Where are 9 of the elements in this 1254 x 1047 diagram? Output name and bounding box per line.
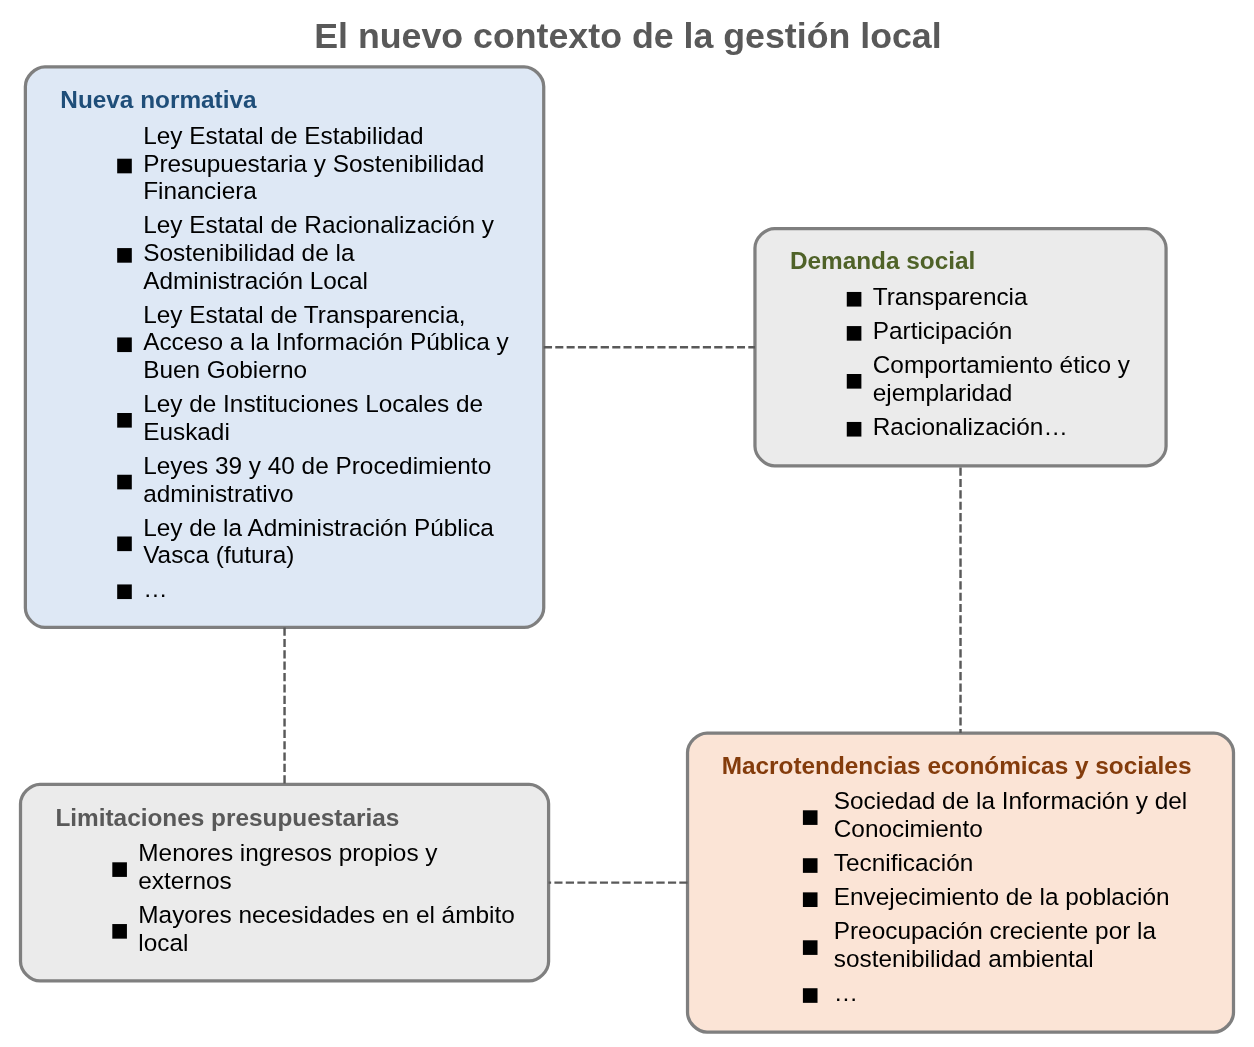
- connector: [548, 881, 688, 884]
- connector: [283, 627, 286, 784]
- node-box: Demanda social Transparencia Participación Comportamiento ético y ejemplaridad Racionalización…: [753, 226, 1168, 468]
- diagram-title: El nuevo contexto de la gestión local: [314, 16, 942, 57]
- node-box: Limitaciones presupuestarias Menores ingresos propios y externos Mayores necesidades en el ámbito local: [18, 782, 551, 983]
- connector: [543, 345, 755, 349]
- node-box: Macrotendencias económicas y sociales Sociedad de la Información y del Conocimiento Tecnificación Envejecimiento de la población Preocupación creciente por la sostenibilidad ambiental …: [685, 731, 1236, 1034]
- node-box: Nueva normativa Ley Estatal de Estabilidad Presupuestaria y Sostenibilidad Financiera Ley Estatal de Racionalización y Sostenibilidad de la Administración Local Ley Estatal de Transparencia, Acceso a la Información Pública y Buen Gobierno Ley de Instituciones Locales de Euskadi Leyes 39 y 40 de Procedimiento administrativo Ley de la Administración Pública Vasca (futura) …: [23, 65, 546, 630]
- connector: [959, 467, 962, 734]
